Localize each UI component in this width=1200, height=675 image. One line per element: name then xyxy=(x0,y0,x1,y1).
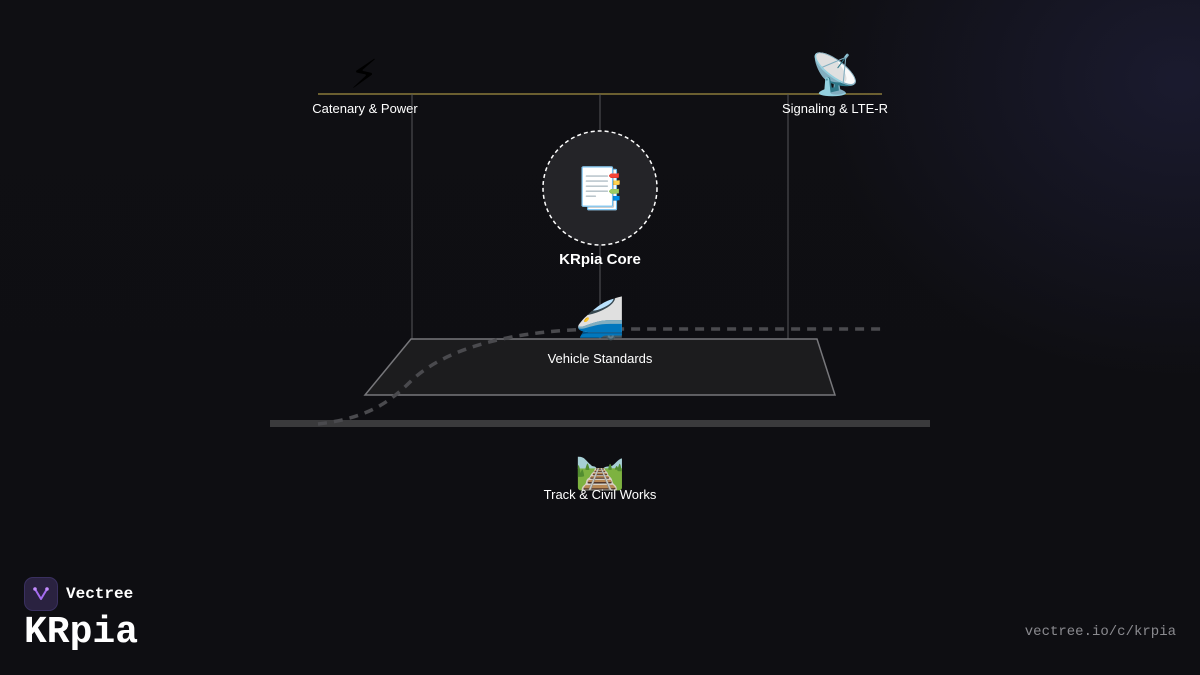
catenary-label: Catenary & Power xyxy=(312,101,418,116)
lightning-icon: ⚡ xyxy=(350,52,378,98)
satellite-dish-icon: 📡 xyxy=(810,49,860,98)
source-url[interactable]: vectree.io/c/krpia xyxy=(1024,624,1176,640)
railway-track-icon: 🛤️ xyxy=(575,446,625,492)
brand-name: Vectree xyxy=(66,585,134,603)
signaling-label: Signaling & LTE-R xyxy=(782,101,888,116)
high-speed-train-icon: 🚄 xyxy=(575,295,625,342)
track-rail xyxy=(270,420,930,427)
vehicle-label: Vehicle Standards xyxy=(548,351,653,366)
product-title: KRpia xyxy=(24,611,139,654)
core-label: KRpia Core xyxy=(559,251,641,268)
core-circle xyxy=(542,130,658,246)
track-label: Track & Civil Works xyxy=(544,487,657,502)
brand: Vectree xyxy=(24,577,133,611)
vehicle-platform xyxy=(363,338,837,396)
train-route xyxy=(317,327,882,426)
vectree-logo-icon xyxy=(24,577,58,611)
bookmark-tabs-icon: 📑 xyxy=(575,165,625,212)
